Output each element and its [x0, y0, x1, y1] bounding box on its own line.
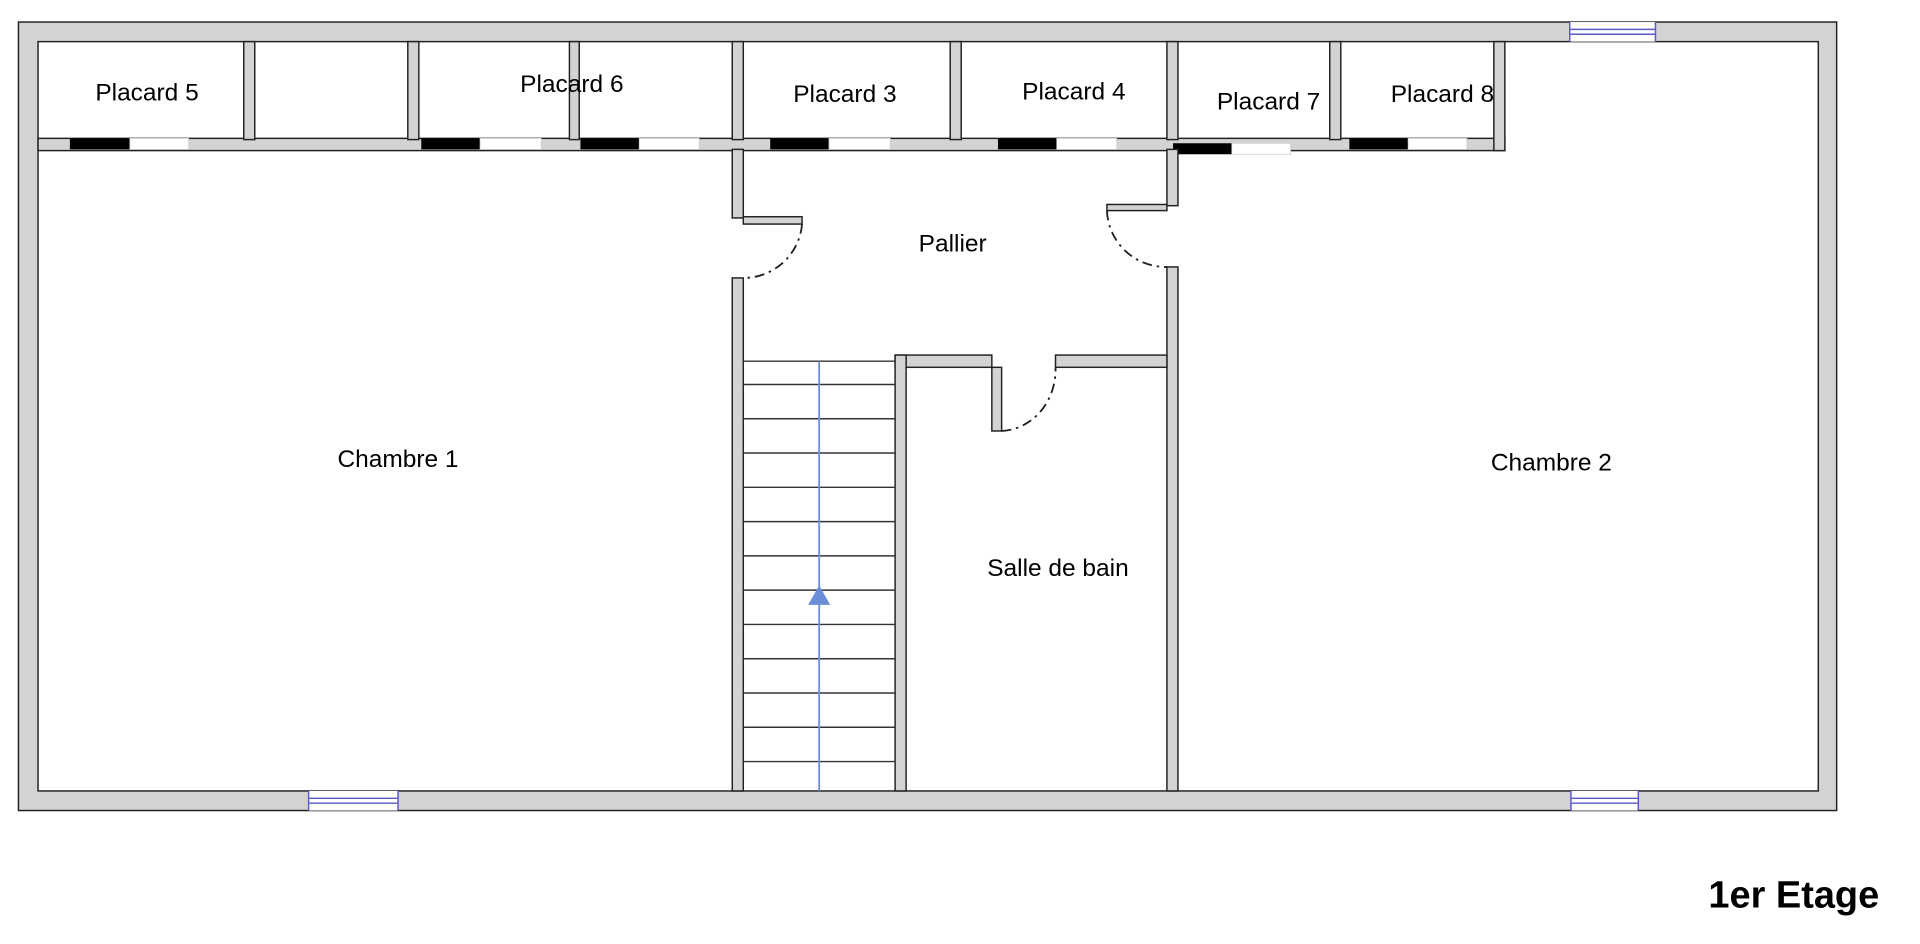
label-placard-3: Placard 3 — [793, 81, 896, 108]
stair-up-arrow-icon — [808, 585, 831, 605]
door-chambre-2 — [1106, 203, 1168, 268]
label-chambre-2: Chambre 2 — [1491, 450, 1612, 477]
interior-area — [37, 40, 1820, 792]
label-salle-de-bain: Salle de bain — [987, 555, 1128, 582]
label-placard-4: Placard 4 — [1022, 79, 1125, 106]
label-placard-7: Placard 7 — [1217, 88, 1320, 115]
label-placard-6: Placard 6 — [520, 71, 623, 98]
door-chambre-1 — [742, 215, 803, 279]
window-top-right — [1569, 22, 1657, 42]
window-bottom-right — [1570, 790, 1640, 811]
floor-title: 1er Etage — [1708, 875, 1879, 917]
label-placard-5: Placard 5 — [95, 80, 198, 107]
closet-doors — [69, 137, 1468, 155]
window-bottom-left — [307, 790, 399, 811]
label-pallier: Pallier — [919, 230, 987, 257]
label-placard-8: Placard 8 — [1391, 81, 1494, 108]
door-salle-de-bain — [991, 366, 1057, 432]
label-chambre-1: Chambre 1 — [337, 446, 458, 473]
landing-walls — [731, 148, 1179, 792]
closet-partitions — [243, 40, 1506, 152]
